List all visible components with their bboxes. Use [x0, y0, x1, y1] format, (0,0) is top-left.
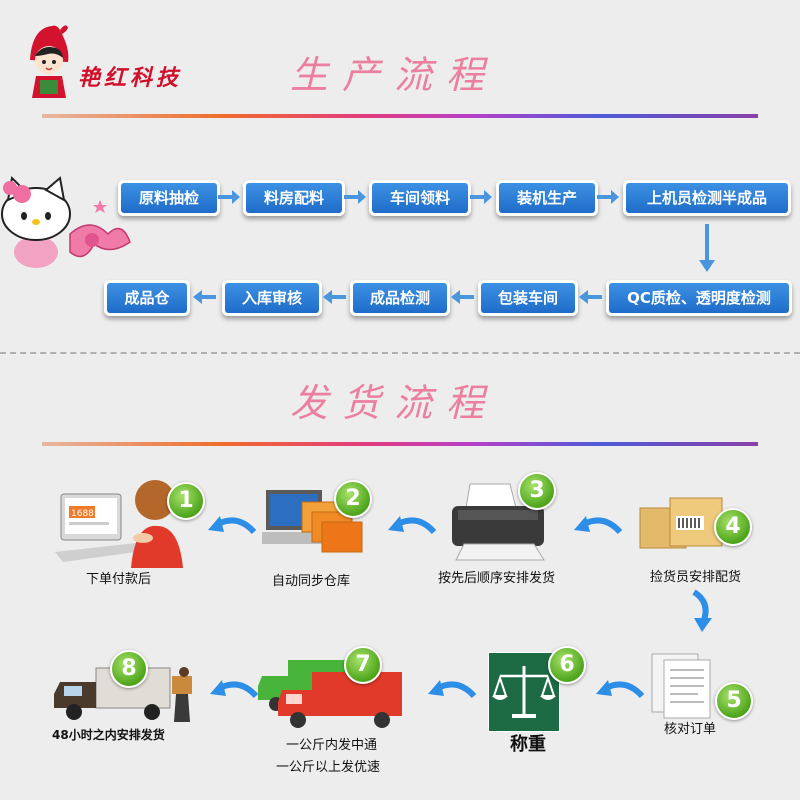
step-badge-4: 4 [714, 508, 752, 546]
curved-left-arrow-icon [208, 516, 257, 535]
flow-step-raw-inspection: 原料抽检 [118, 180, 220, 216]
down-arrow-icon [699, 224, 715, 272]
curved-left-arrow-icon [596, 680, 645, 699]
flow-step-qc-inspection: QC质检、透明度检测 [606, 280, 792, 316]
brand-logo [22, 22, 74, 102]
step-label-8: 48小时之内安排发货 [52, 728, 165, 742]
printer-illustration [446, 478, 556, 564]
curved-left-arrow-icon [210, 680, 259, 699]
flow-step-semi-product-check: 上机员检测半成品 [623, 180, 791, 216]
step-badge-7: 7 [344, 646, 382, 684]
flow-step-storage-review: 入库审核 [222, 280, 322, 316]
flow-step-finished-warehouse: 成品仓 [104, 280, 190, 316]
right-arrow-icon [470, 190, 492, 204]
step-label-1: 下单付款后 [86, 572, 152, 587]
step-badge-8: 8 [110, 650, 148, 688]
flow-step-packaging: 包装车间 [478, 280, 578, 316]
step-badge-5: 5 [715, 682, 753, 720]
right-arrow-icon [218, 190, 240, 204]
order-payment-illustration: 1688 [55, 472, 205, 568]
flow-step-material-pickup: 车间领料 [369, 180, 471, 216]
step-label-2: 自动同步仓库 [272, 574, 351, 589]
brand-name: 艳红科技 [78, 65, 183, 91]
step-badge-1: 1 [167, 482, 205, 520]
curved-down-arrow-icon [692, 589, 712, 632]
step-label-4: 捡货员安排配货 [650, 570, 742, 585]
step-badge-6: 6 [548, 646, 586, 684]
flow-step-batching: 料房配料 [243, 180, 345, 216]
right-arrow-icon [344, 190, 366, 204]
curved-left-arrow-icon [388, 516, 437, 535]
step-label-7-secondary: 一公斤以上发优速 [276, 760, 381, 775]
step-badge-2: 2 [334, 480, 372, 518]
delivery-trucks-illustration [258, 656, 408, 730]
left-arrow-icon [579, 290, 602, 304]
kitty-mascot [0, 172, 135, 272]
screen-text: 1688 [71, 509, 94, 519]
flow-step-machine-production: 装机生产 [496, 180, 598, 216]
left-arrow-icon [451, 290, 474, 304]
production-title-rule [42, 114, 758, 118]
documents-illustration [646, 650, 736, 720]
step-label-7: 一公斤内发中通 [286, 738, 378, 753]
production-title: 生产流程 [290, 53, 499, 97]
step-label-6: 称重 [510, 734, 546, 755]
curved-left-arrow-icon [574, 516, 623, 535]
step-badge-3: 3 [518, 472, 556, 510]
step-label-3: 按先后顺序安排发货 [438, 571, 556, 586]
shipping-title: 发货流程 [290, 381, 499, 425]
left-arrow-icon [323, 290, 346, 304]
step-label-5: 核对订单 [664, 722, 717, 737]
warehouse-sync-illustration [260, 478, 372, 564]
flow-step-product-testing: 成品检测 [350, 280, 450, 316]
curved-left-arrow-icon [428, 680, 477, 699]
shipping-title-rule [42, 442, 758, 446]
right-arrow-icon [597, 190, 619, 204]
packing-boxes-illustration [636, 492, 732, 558]
section-divider [0, 352, 800, 354]
left-arrow-icon [193, 290, 216, 304]
